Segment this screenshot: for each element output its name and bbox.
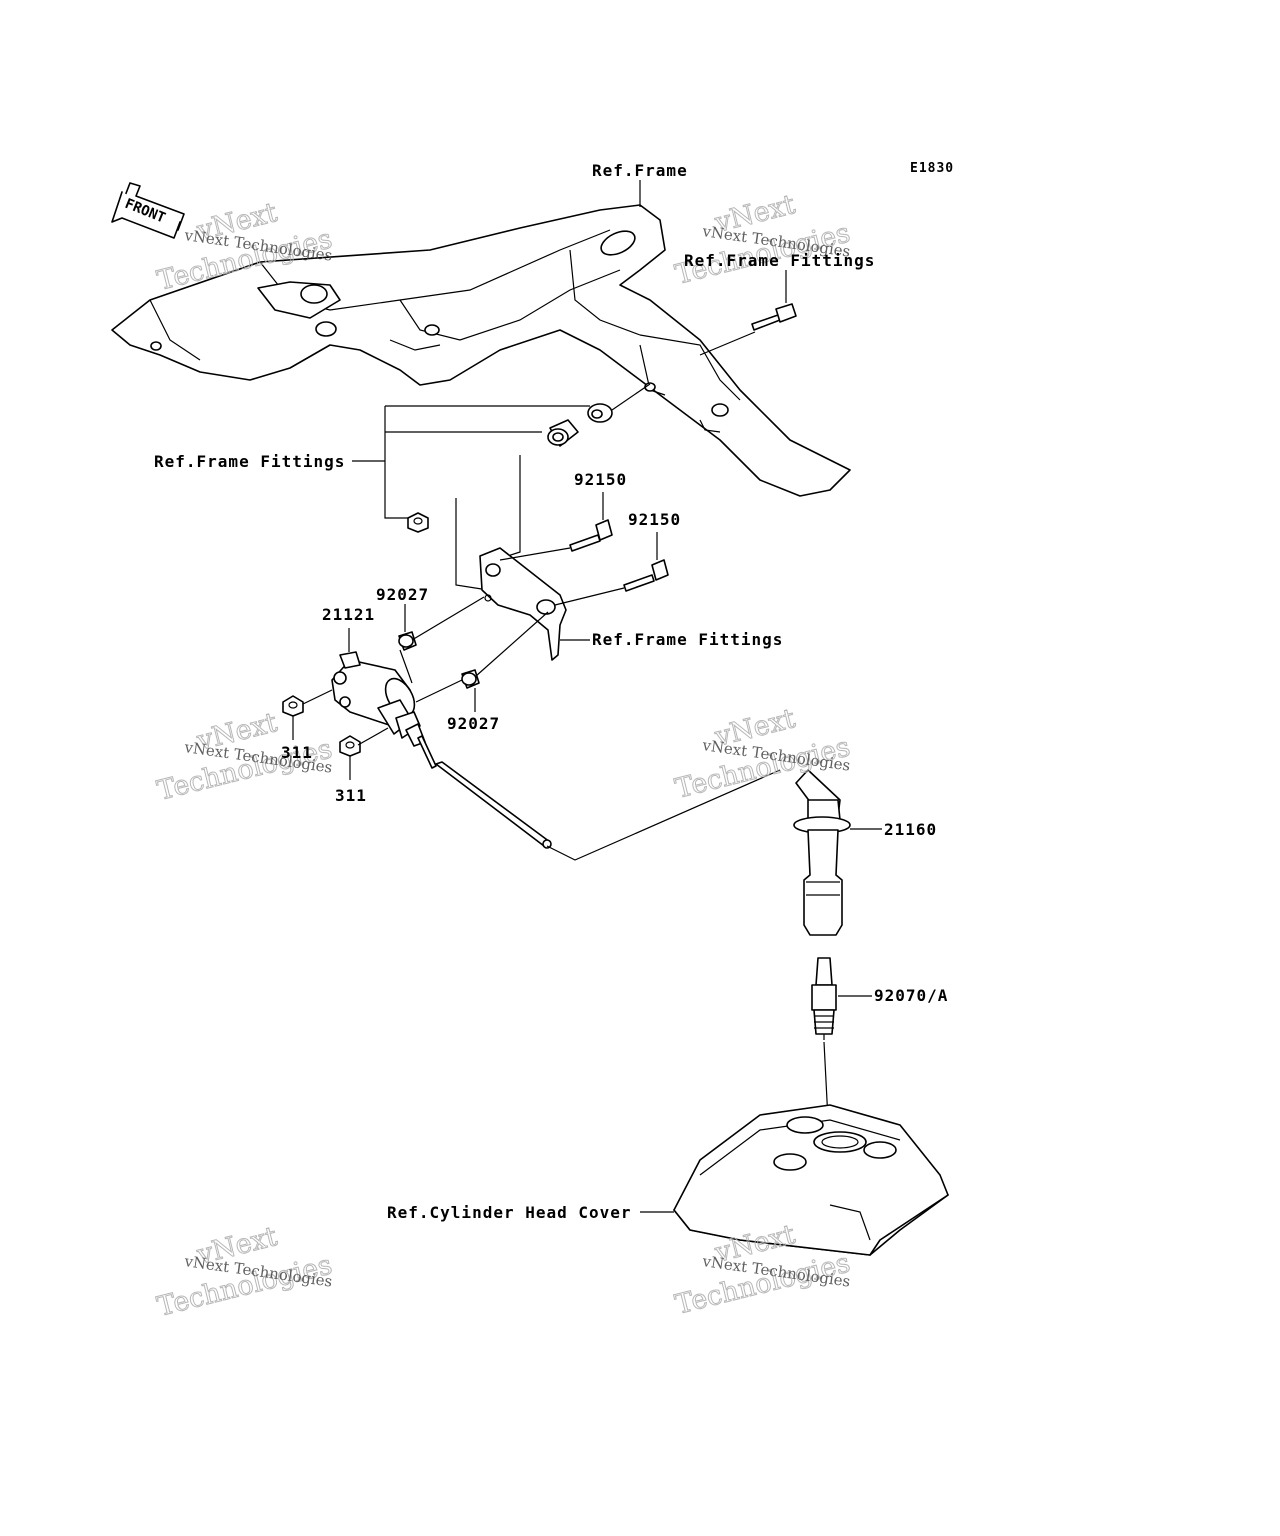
- part-number-nut-lower: 311: [335, 786, 367, 805]
- cylinder-head-cover: [673, 1104, 949, 1256]
- bolt-lower-92150: [623, 559, 669, 592]
- part-number-spark-plug: 92070/A: [874, 986, 948, 1005]
- frame-fitting-rubber-mount: [547, 419, 579, 447]
- label-ref-frame-fittings-left: Ref.Frame Fittings: [154, 452, 345, 471]
- collar-upper-92027: [398, 631, 417, 651]
- label-ref-frame-fittings-bracket: Ref.Frame Fittings: [592, 630, 783, 649]
- frame-fitting-grommet: [587, 403, 613, 423]
- label-ref-frame: Ref.Frame: [592, 161, 688, 180]
- spark-plug: [811, 957, 837, 1040]
- label-ref-frame-fittings-top: Ref.Frame Fittings: [684, 251, 875, 270]
- part-number-collar-upper: 92027: [376, 585, 429, 604]
- collar-lower-92027: [461, 669, 480, 689]
- diagram-code: E1830: [910, 161, 954, 176]
- watermark: vNext Technologies vNext Technologies vN…: [154, 189, 854, 1324]
- frame-drawing: [111, 204, 851, 497]
- frame-fitting-nut: [407, 512, 429, 533]
- part-number-collar-lower: 92027: [447, 714, 500, 733]
- label-ref-cylinder-head-cover: Ref.Cylinder Head Cover: [387, 1203, 632, 1222]
- front-direction-icon: FRONT: [111, 182, 185, 239]
- frame-fitting-bolt: [751, 303, 797, 331]
- part-number-ignition-coil: 21121: [322, 605, 375, 624]
- part-number-bolt-lower: 92150: [628, 510, 681, 529]
- part-number-plug-cap: 21160: [884, 820, 937, 839]
- high-tension-lead: [417, 735, 552, 849]
- coil-bracket: [479, 547, 567, 661]
- part-number-bolt-upper: 92150: [574, 470, 627, 489]
- nut-lower-311: [339, 735, 361, 757]
- ignition-coil: [331, 651, 426, 747]
- nut-upper-311: [282, 695, 304, 717]
- bolt-upper-92150: [569, 519, 613, 552]
- spark-plug-cap: [793, 769, 851, 936]
- part-number-nut-upper: 311: [281, 743, 313, 762]
